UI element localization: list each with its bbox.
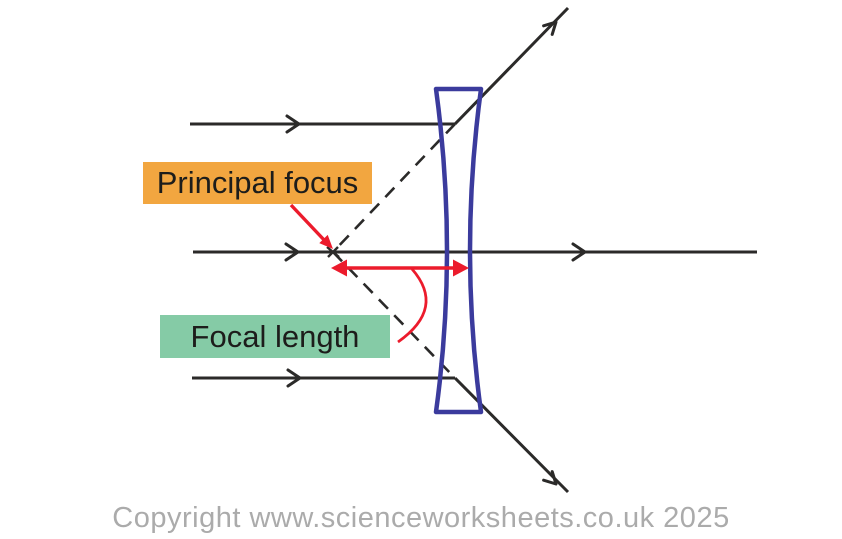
arrowhead-icon xyxy=(286,368,302,388)
arrowhead-icon xyxy=(571,242,587,262)
arrowhead-icon xyxy=(542,470,558,486)
copyright-text: Copyright www.scienceworksheets.co.uk 20… xyxy=(112,502,730,534)
arrowhead-icon xyxy=(284,242,300,262)
arrowhead-icon xyxy=(542,20,558,36)
refracted-ray-bottom xyxy=(453,376,570,494)
focal-length-arrowhead-right-icon xyxy=(453,259,469,277)
focal-length-leader-curve xyxy=(397,268,428,344)
principal-focus-pointer-arrowhead-icon xyxy=(319,234,333,249)
diverging-lens xyxy=(433,86,484,415)
arrowhead-icon xyxy=(285,114,301,134)
virtual-extension-top xyxy=(332,123,456,253)
focal-length-label: Focal length xyxy=(160,315,390,358)
refracted-ray-top xyxy=(453,6,570,126)
principal-focus-marker xyxy=(326,246,340,258)
virtual-extension-bottom xyxy=(332,251,456,379)
principal-focus-pointer-line xyxy=(289,203,328,244)
principal-focus-label: Principal focus xyxy=(143,162,372,204)
focal-length-arrowhead-left-icon xyxy=(331,259,347,277)
